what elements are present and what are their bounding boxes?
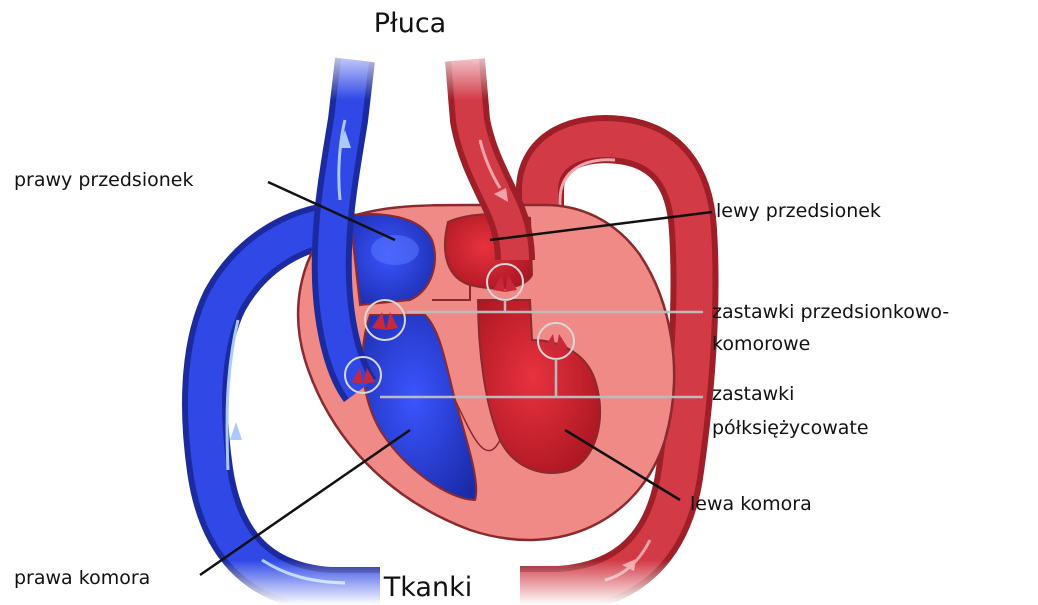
label-right-ventricle: prawa komora (14, 567, 150, 589)
label-semilunar-line2: półksiężycowate (712, 417, 869, 439)
label-semilunar-line1: zastawki (712, 383, 794, 405)
label-av-valves-line1: zastawki przedsionkowo- (712, 301, 949, 323)
flow-arrow-up-icon (230, 422, 242, 440)
label-av-valves-line2: komorowe (712, 333, 810, 355)
bottom-label-tissues: Tkanki (383, 572, 472, 603)
label-right-atrium: prawy przedsionek (14, 169, 193, 191)
label-left-atrium: lewy przedsionek (716, 200, 881, 222)
label-left-ventricle: lewa komora (690, 493, 812, 515)
top-label-lungs: Płuca (374, 8, 446, 39)
